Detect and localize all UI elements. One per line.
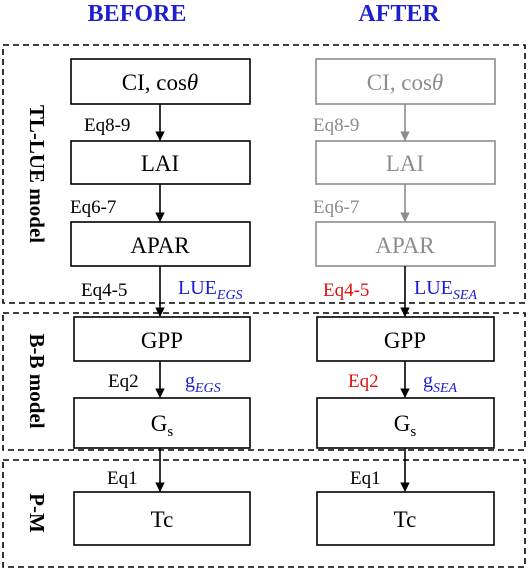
section-label-pm: P-M (25, 493, 49, 533)
after-box-gpp (316, 316, 495, 362)
before-box-gpp (73, 316, 251, 362)
after-eq-lai-apar: Eq6-7 (313, 197, 359, 218)
after-ci-label: CI, cosθ (367, 70, 443, 95)
after-apar-label: APAR (375, 233, 435, 258)
before-eq-gpp-gs: Eq2 (108, 371, 139, 392)
before-box-ci (70, 58, 251, 105)
header-after: AFTER (358, 1, 440, 27)
before-eq-lai-apar: Eq6-7 (70, 197, 116, 218)
after-eq-ci-lai: Eq8-9 (313, 115, 359, 136)
after-eq-gpp-gs: Eq2 (348, 371, 379, 392)
before-g-label: gEGS (185, 370, 221, 396)
before-box-tc (73, 491, 251, 546)
after-g-label: gSEA (423, 370, 458, 396)
after-eq-gs-tc: Eq1 (350, 468, 381, 489)
after-tc-label: Tc (394, 507, 417, 532)
section-pm-frame (2, 459, 526, 568)
before-lai-label: LAI (141, 151, 179, 176)
before-eq-gs-tc: Eq1 (107, 468, 138, 489)
before-box-lai (70, 140, 251, 185)
after-gpp-label: GPP (384, 328, 426, 353)
before-eq-ci-lai: Eq8-9 (84, 115, 130, 136)
before-gs-label: Gs (151, 411, 174, 440)
after-box-gs (316, 397, 495, 449)
before-apar-label: APAR (130, 233, 190, 258)
before-box-gs (73, 397, 251, 449)
after-box-tc (316, 491, 495, 546)
section-bb-frame (2, 312, 526, 451)
after-gs-label: Gs (394, 411, 417, 440)
section-label-bb: B-B model (25, 333, 49, 428)
after-lai-label: LAI (386, 151, 424, 176)
after-eq-apar-gpp: Eq4-5 (323, 280, 369, 301)
before-ci-label: CI, cosθ (122, 70, 198, 95)
section-label-tl-lue: TL-LUE model (25, 105, 49, 243)
before-eq-apar-gpp: Eq4-5 (81, 280, 127, 301)
before-lue-label: LUEEGS (178, 277, 243, 303)
after-box-apar (315, 221, 496, 267)
after-lue-label: LUESEA (414, 277, 477, 303)
before-gpp-label: GPP (141, 328, 183, 353)
header-before: BEFORE (88, 1, 187, 27)
before-tc-label: Tc (151, 507, 174, 532)
section-tl-lue-frame (2, 44, 526, 304)
